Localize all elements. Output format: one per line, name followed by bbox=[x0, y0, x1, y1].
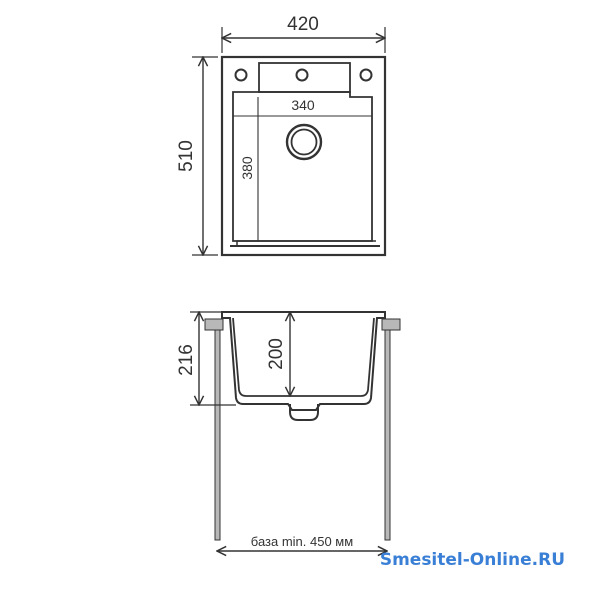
tap-hole-center bbox=[295, 68, 309, 82]
countertop-right bbox=[381, 318, 401, 331]
bowl-width-label: 340 bbox=[291, 97, 315, 113]
sink-section-inner bbox=[232, 317, 375, 397]
top-view bbox=[192, 27, 387, 257]
cabinet-side-left bbox=[214, 329, 221, 541]
height-label: 510 bbox=[176, 140, 197, 172]
tap-hole-left bbox=[234, 68, 248, 82]
drain-outer bbox=[285, 123, 323, 161]
side-bowl-depth-label: 200 bbox=[266, 338, 287, 370]
faucet-deck bbox=[258, 62, 351, 93]
sink-outline bbox=[220, 55, 387, 257]
side-height-label: 216 bbox=[176, 344, 197, 376]
watermark-text: Smesitel-Online.RU bbox=[380, 550, 565, 570]
bowl-outline bbox=[232, 91, 373, 242]
cabinet-side-right bbox=[384, 329, 391, 541]
bowl-depth-label: 380 bbox=[239, 156, 255, 180]
base-label: база min. 450 мм bbox=[251, 534, 353, 549]
sink-section-outer bbox=[221, 311, 386, 411]
width-label: 420 bbox=[287, 14, 319, 35]
drain-section bbox=[289, 404, 319, 421]
drain-inner bbox=[290, 128, 318, 156]
side-view bbox=[190, 311, 401, 551]
countertop-left bbox=[204, 318, 224, 331]
tap-hole-right bbox=[359, 68, 373, 82]
